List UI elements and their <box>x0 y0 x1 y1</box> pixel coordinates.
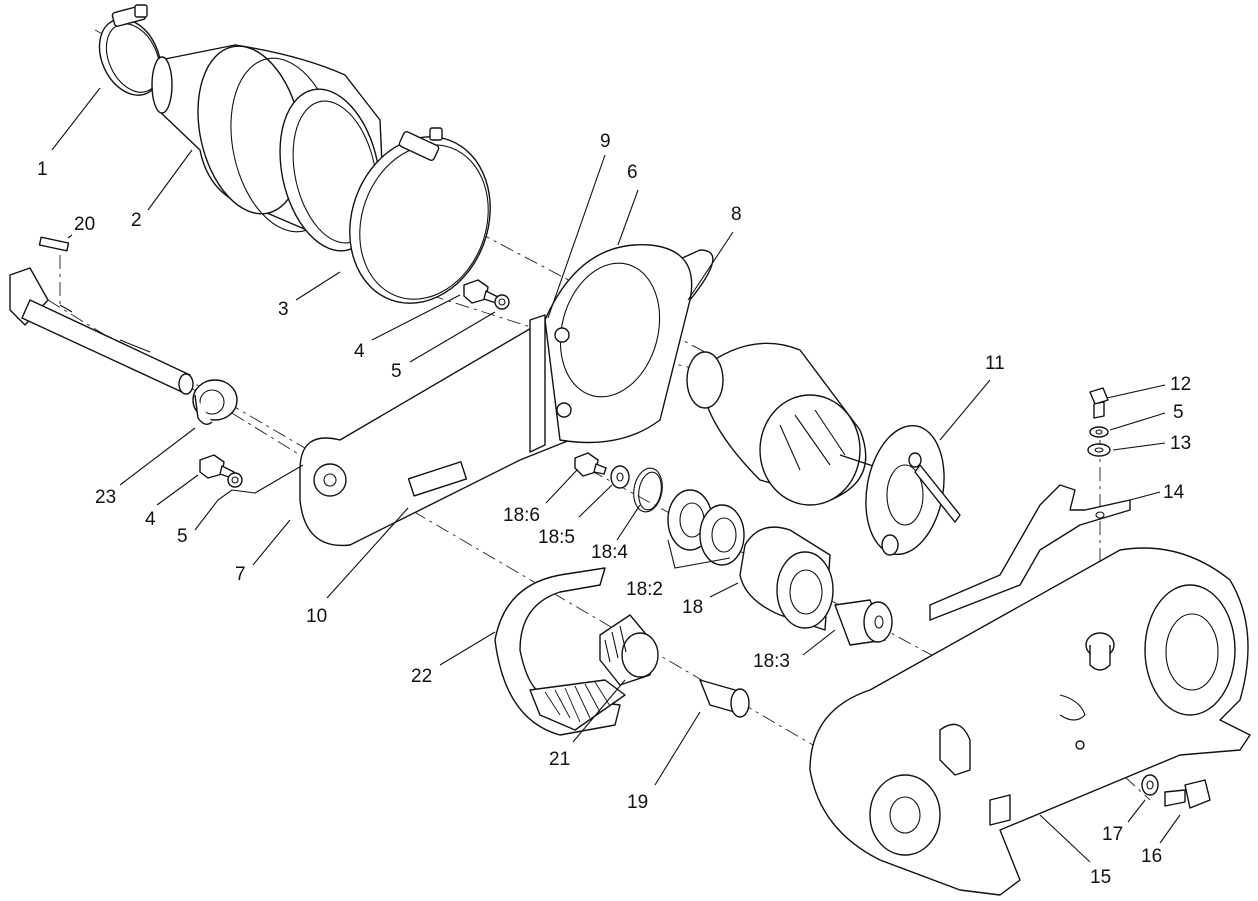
callout-16: 16 <box>1141 846 1162 867</box>
callout-18: 18 <box>682 597 703 618</box>
callout-23: 23 <box>95 487 116 508</box>
part-8-motor <box>686 342 886 506</box>
belt-teeth-hatch <box>544 681 611 723</box>
part-4-bolt-upper <box>463 279 499 304</box>
callout-9: 9 <box>600 131 611 152</box>
part-18-6-bolt <box>574 452 607 477</box>
part-20-key <box>38 236 70 252</box>
callout-18-4: 18:4 <box>591 542 628 563</box>
part-6-pulley-housing <box>544 244 693 444</box>
part-11-flange-plate <box>865 424 961 556</box>
callout-3: 3 <box>278 299 289 320</box>
part-12-bolt-right <box>1089 387 1109 419</box>
part-14-bracket <box>929 484 1131 621</box>
part-18-4-snap-ring <box>633 467 663 513</box>
callout-18-6: 18:6 <box>503 505 540 526</box>
callout-5-right: 5 <box>1173 402 1184 423</box>
callout-18-2: 18:2 <box>626 579 663 600</box>
part-19-spacer <box>699 679 750 718</box>
part-5-washer-right <box>1089 426 1109 438</box>
callout-12: 12 <box>1170 374 1191 395</box>
part-1-hose-clamp-small <box>98 4 162 96</box>
part-13-washer <box>1087 443 1111 457</box>
callout-17: 17 <box>1102 824 1123 845</box>
part-17-lock-washer <box>1141 774 1159 796</box>
callout-22: 22 <box>411 666 432 687</box>
part-3-hose-clamp-large <box>349 127 491 304</box>
part-15-gearbox-housing <box>809 547 1251 896</box>
part-18-5-washer <box>610 465 630 489</box>
part-21-sprocket <box>599 614 659 686</box>
part-18-2-bearings <box>667 489 745 566</box>
callout-14: 14 <box>1163 482 1185 503</box>
callout-13: 13 <box>1170 433 1191 454</box>
callout-5-upper: 5 <box>391 361 402 382</box>
callout-19: 19 <box>627 792 648 813</box>
part-23-bushing <box>192 379 238 425</box>
callout-4-upper: 4 <box>354 341 365 362</box>
callout-1: 1 <box>37 159 48 180</box>
callout-8: 8 <box>731 204 742 225</box>
callout-4-lower: 4 <box>145 509 156 530</box>
part-16-bolt <box>1164 779 1211 809</box>
part-5-washer-lower <box>227 472 243 488</box>
part-4-bolt-lower <box>199 454 235 479</box>
callout-18-5: 18:5 <box>538 527 575 548</box>
callout-2: 2 <box>131 210 142 231</box>
callout-11: 11 <box>985 353 1005 374</box>
part-22-drive-belt <box>494 567 626 736</box>
part-5-washer-upper <box>494 294 510 310</box>
callout-6: 6 <box>627 162 638 183</box>
part-18-pulley <box>739 526 834 631</box>
callout-20: 20 <box>74 214 95 235</box>
callout-18-3: 18:3 <box>753 651 790 672</box>
callout-labels: 1 2 3 4 5 6 7 8 9 10 11 12 5 13 14 15 16… <box>37 131 1191 888</box>
part-18-3-hub <box>834 599 893 646</box>
drive-shaft <box>9 267 194 395</box>
leader-lines <box>51 87 1181 863</box>
callout-7: 7 <box>235 564 246 585</box>
part-9-gasket-strip <box>529 314 546 453</box>
callout-15: 15 <box>1090 867 1111 888</box>
callout-5-lower: 5 <box>177 526 188 547</box>
callout-21: 21 <box>549 749 570 770</box>
part-2-rubber-boot <box>151 44 386 252</box>
callout-10: 10 <box>306 606 327 627</box>
